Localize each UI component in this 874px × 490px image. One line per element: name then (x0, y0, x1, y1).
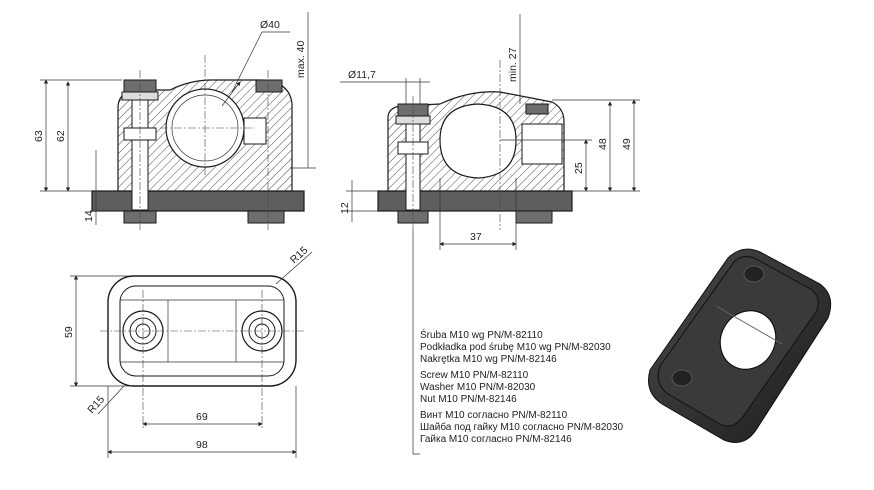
dim-height-12: 12 (339, 202, 351, 214)
note-en-washer: Washer M10 PN/M-82030 (420, 382, 536, 393)
note-pl-washer: Podkładka pod śrubę M10 wg PN/M-82030 (420, 342, 611, 353)
side-tube-hole (439, 103, 517, 179)
front-section-view (40, 12, 316, 230)
note-en-nut: Nut M10 PN/M-82146 (420, 394, 517, 405)
note-en-screw: Screw M10 PN/M-82110 (420, 370, 529, 381)
dim-height-63: 63 (33, 130, 45, 142)
clamp-3d-bolt-bottom (671, 369, 693, 387)
note-ru-nut: Гайка M10 согласно PN/M-82146 (420, 434, 572, 445)
dim-radius-top: R15 (288, 244, 310, 266)
side-nut-right-top (525, 103, 549, 115)
dim-height-14: 14 (83, 210, 95, 222)
note-pl-nut: Nakrętka M10 wg PN/M-82146 (420, 354, 557, 365)
right-nut-top (255, 79, 283, 93)
dim-height-62: 62 (55, 130, 67, 142)
clamp-3d-render (648, 248, 832, 443)
clamp-3d-bolt-top (743, 265, 765, 283)
dim-width-98: 98 (196, 439, 208, 451)
dim-height-49: 49 (621, 138, 633, 150)
note-ru-screw: Винт M10 согласно PN/M-82110 (420, 410, 568, 421)
dim-dia-tube: Ø40 (260, 19, 280, 31)
right-nut-bottom (247, 210, 285, 224)
parts-notes: Śruba M10 wg PN/M-82110 Podkładka pod śr… (420, 328, 624, 445)
side-nut-right-bottom (515, 210, 553, 224)
dim-min-27: min. 27 (507, 47, 519, 82)
dim-radius-bottom: R15 (85, 394, 107, 416)
dim-height-48: 48 (597, 138, 609, 150)
dim-max-height: max. 40 (295, 40, 307, 78)
dim-height-25: 25 (573, 162, 585, 174)
clamp-3d-tube-hole (719, 310, 777, 370)
note-pl-screw: Śruba M10 wg PN/M-82110 (420, 328, 543, 341)
top-view (70, 251, 313, 458)
note-ru-washer: Шайба под гайку M10 согласно PN/M-82030 (420, 421, 624, 433)
right-insert (243, 117, 267, 145)
dim-dia-hole: Ø11,7 (348, 69, 376, 81)
side-section-view (340, 14, 640, 455)
dim-width-69: 69 (196, 411, 208, 423)
dim-height-59: 59 (63, 326, 75, 338)
base-plate (91, 190, 305, 212)
dim-width-37: 37 (470, 231, 482, 243)
side-insert (521, 123, 563, 165)
